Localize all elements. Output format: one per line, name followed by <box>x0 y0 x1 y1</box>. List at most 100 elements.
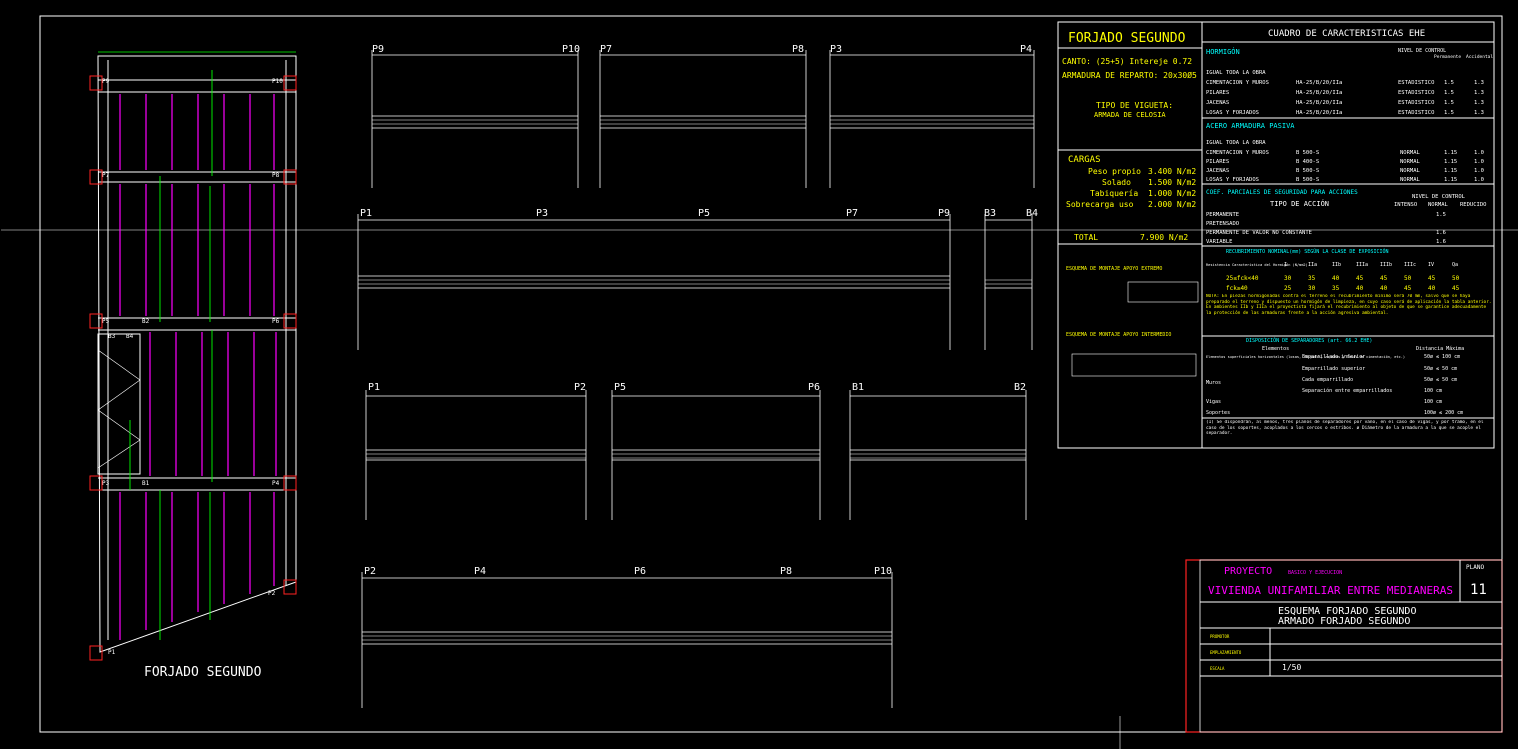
svg-text:Cada emparrillado: Cada emparrillado <box>1302 377 1353 383</box>
svg-text:100 cm: 100 cm <box>1424 399 1442 405</box>
svg-text:Separación entre emparrillados: Separación entre emparrillados <box>1302 387 1392 394</box>
svg-text:1.6: 1.6 <box>1436 230 1446 236</box>
svg-text:HA-25/B/20/IIa: HA-25/B/20/IIa <box>1296 80 1342 86</box>
svg-text:LOSAS Y FORJADOS: LOSAS Y FORJADOS <box>1206 110 1259 116</box>
svg-text:Tabiquería: Tabiquería <box>1090 189 1138 198</box>
svg-text:45: 45 <box>1380 275 1388 282</box>
hormigon-heading: HORMIGÓN <box>1206 47 1240 56</box>
svg-text:JACENAS: JACENAS <box>1206 100 1229 106</box>
svg-text:B2: B2 <box>1014 382 1026 393</box>
svg-text:40: 40 <box>1332 275 1340 282</box>
svg-text:B3: B3 <box>984 208 996 219</box>
title-block[interactable]: PROYECTO BASICO Y EJECUCION VIVIENDA UNI… <box>1185 559 1503 733</box>
svg-text:IIIa: IIIa <box>1356 262 1368 268</box>
svg-text:1.0: 1.0 <box>1474 150 1484 156</box>
svg-text:Qa: Qa <box>1452 262 1458 268</box>
svg-text:IIIc: IIIc <box>1404 262 1416 268</box>
svg-text:P7: P7 <box>600 44 612 55</box>
forjado-armadura: ARMADURA DE REPARTO: 20x30Ø5 <box>1062 70 1197 80</box>
svg-text:50ø ≤ 50 cm: 50ø ≤ 50 cm <box>1424 377 1457 383</box>
desc-line-2: ARMADO FORJADO SEGUNDO <box>1278 616 1410 627</box>
recub-title: RECUBRIMIENTO NOMINAL(mm) SEGÚN LA CLASE… <box>1226 248 1389 255</box>
svg-text:P10: P10 <box>562 44 580 55</box>
svg-text:25: 25 <box>1284 285 1292 292</box>
svg-text:ESTADISTICO: ESTADISTICO <box>1398 80 1434 86</box>
svg-text:NORMAL: NORMAL <box>1400 150 1421 156</box>
svg-text:B4: B4 <box>1026 208 1038 219</box>
svg-text:1.15: 1.15 <box>1444 177 1457 183</box>
svg-text:Elementos superficiales horizo: Elementos superficiales horizontales (lo… <box>1206 355 1405 359</box>
svg-text:B 500-S: B 500-S <box>1296 168 1319 174</box>
svg-text:P4: P4 <box>272 480 280 487</box>
forjado-panel[interactable]: FORJADO SEGUNDO CANTO: (25+5) Intereje 0… <box>1057 21 1203 449</box>
svg-text:40: 40 <box>1356 285 1364 292</box>
svg-text:2.000 N/m2: 2.000 N/m2 <box>1148 200 1196 209</box>
svg-text:P4: P4 <box>1020 44 1032 55</box>
svg-text:NORMAL: NORMAL <box>1400 177 1421 183</box>
svg-text:40: 40 <box>1380 285 1388 292</box>
svg-text:I: I <box>1284 262 1287 268</box>
escala-label: ESCALA <box>1210 666 1225 671</box>
svg-text:NORMAL: NORMAL <box>1400 159 1421 165</box>
svg-text:IIb: IIb <box>1332 262 1341 268</box>
svg-text:50ø ≤ 100 cm: 50ø ≤ 100 cm <box>1424 354 1460 360</box>
svg-text:Sobrecarga uso: Sobrecarga uso <box>1066 200 1134 209</box>
plano-number: 11 <box>1470 582 1487 598</box>
svg-text:Resistencia Característica del: Resistencia Característica del Hormigón … <box>1206 263 1308 267</box>
svg-text:HA-25/B/20/IIa: HA-25/B/20/IIa <box>1296 90 1342 96</box>
svg-text:45: 45 <box>1452 285 1460 292</box>
svg-text:50ø ≤ 50 cm: 50ø ≤ 50 cm <box>1424 366 1457 372</box>
plano-label: PLANO <box>1466 564 1484 571</box>
svg-text:45: 45 <box>1356 275 1364 282</box>
svg-text:JACENAS: JACENAS <box>1206 168 1229 174</box>
svg-text:1.5: 1.5 <box>1444 80 1454 86</box>
svg-text:IGUAL TODA LA OBRA: IGUAL TODA LA OBRA <box>1206 70 1266 76</box>
svg-text:1.3: 1.3 <box>1474 100 1484 106</box>
svg-text:P5: P5 <box>102 318 110 325</box>
svg-text:ESTADISTICO: ESTADISTICO <box>1398 110 1434 116</box>
svg-text:1.15: 1.15 <box>1444 168 1457 174</box>
svg-text:1.3: 1.3 <box>1474 90 1484 96</box>
svg-text:REDUCIDO: REDUCIDO <box>1460 202 1487 208</box>
cuadro-caracteristicas[interactable]: CUADRO DE CARACTERISTICAS EHE HORMIGÓN N… <box>1201 21 1495 449</box>
svg-text:Permanente: Permanente <box>1434 54 1461 60</box>
svg-text:ESTADISTICO: ESTADISTICO <box>1398 100 1434 106</box>
svg-text:35: 35 <box>1308 275 1316 282</box>
svg-text:30: 30 <box>1284 275 1292 282</box>
sheet-border <box>39 15 1503 733</box>
svg-text:IGUAL TODA LA OBRA: IGUAL TODA LA OBRA <box>1206 140 1266 146</box>
desc-line-1: ESQUEMA FORJADO SEGUNDO <box>1278 606 1416 617</box>
svg-text:Accidental: Accidental <box>1466 54 1493 60</box>
svg-text:100ø ≤ 200 cm: 100ø ≤ 200 cm <box>1424 410 1463 416</box>
svg-text:PILARES: PILARES <box>1206 90 1229 96</box>
svg-text:1.6: 1.6 <box>1436 239 1446 245</box>
svg-text:B3: B3 <box>108 333 116 340</box>
svg-text:P8: P8 <box>792 44 804 55</box>
svg-text:B1: B1 <box>852 382 864 393</box>
svg-text:1.5: 1.5 <box>1444 100 1454 106</box>
svg-text:1.0: 1.0 <box>1474 159 1484 165</box>
svg-text:P1: P1 <box>360 208 372 219</box>
recub-note: NOTA: En piezas hormigonadas contra el t… <box>1206 294 1492 316</box>
svg-text:P9: P9 <box>938 208 950 219</box>
svg-text:45: 45 <box>1428 275 1436 282</box>
svg-text:PERMANENTE DE VALOR NO CONSTAN: PERMANENTE DE VALOR NO CONSTANTE <box>1206 230 1312 236</box>
svg-text:IIIb: IIIb <box>1380 262 1392 268</box>
svg-text:IIa: IIa <box>1308 262 1317 268</box>
svg-text:HA-25/B/20/IIa: HA-25/B/20/IIa <box>1296 110 1342 116</box>
beam-sections[interactable] <box>357 50 1035 708</box>
plan-title: FORJADO SEGUNDO <box>144 665 262 680</box>
svg-text:Muros: Muros <box>1206 380 1221 386</box>
svg-text:P6: P6 <box>272 318 280 325</box>
svg-text:45: 45 <box>1404 285 1412 292</box>
esquema-extremo: ESQUEMA DE MONTAJE APOYO EXTREMO <box>1066 266 1162 272</box>
svg-text:fck≥40: fck≥40 <box>1226 285 1248 292</box>
svg-text:Soportes: Soportes <box>1206 410 1230 416</box>
svg-text:P5: P5 <box>698 208 710 219</box>
svg-text:B4: B4 <box>126 333 134 340</box>
svg-text:CIMENTACION Y MUROS: CIMENTACION Y MUROS <box>1206 150 1269 156</box>
svg-text:TOTAL: TOTAL <box>1074 233 1098 242</box>
svg-text:1.3: 1.3 <box>1474 110 1484 116</box>
